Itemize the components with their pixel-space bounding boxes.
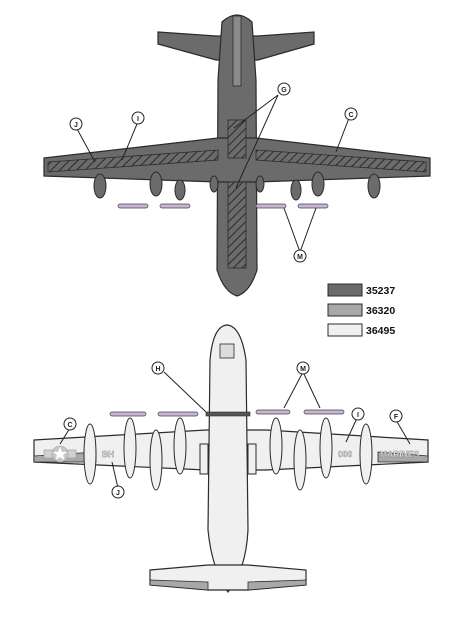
top-fuselage-walkway-lower [227, 181, 247, 269]
callout-bottom-h: H [151, 361, 165, 375]
bottom-pod-2 [157, 411, 199, 417]
top-view-aircraft: G C I J M [43, 14, 431, 297]
svg-text:I: I [357, 412, 359, 419]
bottom-pod-3 [255, 409, 291, 415]
legend-item-36320: 36320 [327, 303, 395, 317]
legend-item-36495: 36495 [327, 323, 395, 337]
top-engine-3 [311, 171, 325, 197]
bottom-fuselage [207, 324, 249, 593]
bottom-engine-7 [319, 417, 333, 479]
service-title: MARINES [380, 449, 420, 459]
top-engine-6 [290, 179, 302, 201]
bottom-engine-5 [269, 417, 283, 475]
svg-text:G: G [281, 87, 287, 94]
svg-text:I: I [137, 116, 139, 123]
bottom-pod-4 [303, 409, 345, 415]
callout-top-m: M [293, 249, 307, 263]
bottom-engine-2 [123, 417, 137, 479]
bottom-sponson-right [247, 443, 257, 475]
top-pod-3 [255, 203, 287, 209]
top-pylon-right [255, 175, 265, 193]
bottom-elevator-right [247, 579, 307, 591]
top-pod-1 [117, 203, 149, 209]
svg-text:C: C [67, 422, 72, 429]
legend-code-35237: 35237 [366, 285, 395, 297]
legend-item-35237: 35237 [327, 283, 395, 297]
svg-text:F: F [394, 414, 399, 421]
svg-text:J: J [74, 122, 78, 129]
insignia-star [43, 445, 77, 463]
bottom-sponson-left [199, 443, 209, 475]
color-legend: 35237 36320 36495 [327, 283, 395, 337]
callout-top-j: J [69, 117, 83, 131]
bottom-view-aircraft: BH 000 MARINES H M C I [33, 324, 429, 593]
top-fuselage-walkway-upper [227, 119, 247, 159]
bottom-cockpit [219, 343, 235, 359]
top-engine-4 [367, 173, 381, 199]
top-pod-2 [159, 203, 191, 209]
bottom-engine-8 [359, 423, 373, 485]
legend-swatch-36495 [327, 323, 363, 337]
top-wing-walkway-left [47, 149, 219, 173]
bottom-aileron-right [377, 451, 429, 463]
top-engine-2 [149, 171, 163, 197]
svg-text:C: C [348, 112, 353, 119]
svg-text:M: M [297, 254, 303, 261]
svg-text:M: M [300, 366, 306, 373]
callout-top-c: C [344, 107, 358, 121]
bottom-elevator-left [149, 579, 209, 591]
top-fin-fairing [232, 15, 242, 87]
callout-bottom-c: C [63, 417, 77, 431]
callout-bottom-i: I [351, 407, 365, 421]
modex-left: BH [102, 449, 114, 459]
bottom-engine-4 [173, 417, 187, 475]
callout-top-g: G [277, 82, 291, 96]
svg-text:H: H [155, 366, 160, 373]
top-engine-5 [174, 179, 186, 201]
bottom-fuselage-band [205, 411, 251, 417]
legend-swatch-36320 [327, 303, 363, 317]
svg-text:J: J [116, 490, 120, 497]
legend-code-36320: 36320 [366, 305, 395, 317]
legend-swatch-35237 [327, 283, 363, 297]
top-pylon-left [209, 175, 219, 193]
top-engine-1 [93, 173, 107, 199]
modex-right: 000 [338, 449, 352, 459]
bottom-engine-6 [293, 429, 307, 491]
callout-bottom-m: M [296, 361, 310, 375]
callout-bottom-f: F [389, 409, 403, 423]
top-pod-4 [297, 203, 329, 209]
bottom-engine-1 [83, 423, 97, 485]
top-wing-walkway-right [255, 149, 427, 173]
bottom-engine-3 [149, 429, 163, 491]
callout-top-i: I [131, 111, 145, 125]
bottom-pod-1 [109, 411, 147, 417]
legend-code-36495: 36495 [366, 325, 395, 337]
callout-bottom-j: J [111, 485, 125, 499]
